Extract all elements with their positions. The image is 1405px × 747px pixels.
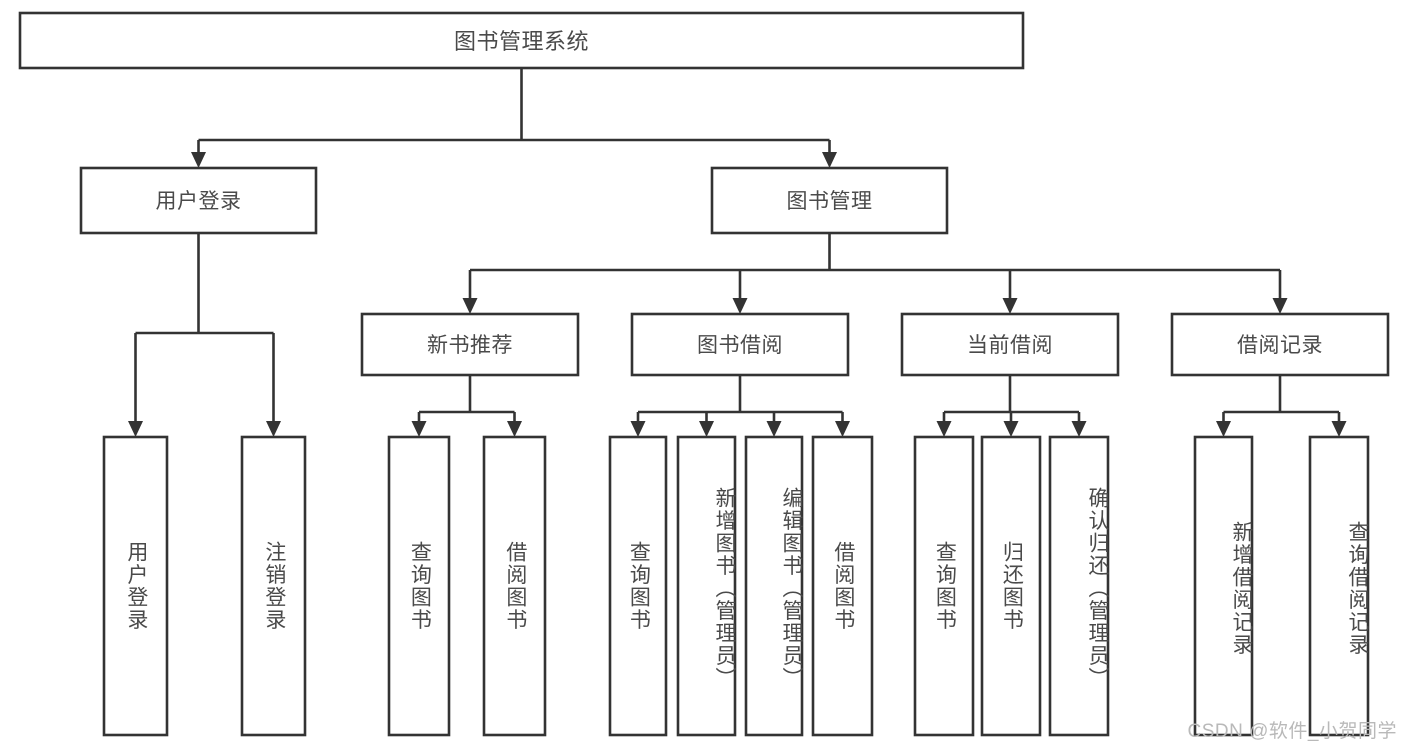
arrow-bookmanage-to-book-borrow	[732, 270, 748, 314]
node-box-leaf-query-book-c[interactable]	[913, 435, 975, 737]
node-leaf-query-book-c[interactable]	[913, 435, 975, 737]
node-leaf-borrow-book-b[interactable]	[811, 435, 874, 737]
arrow-current-borrow-to-leaf-query-book-c	[936, 412, 952, 437]
node-leaf-add-record[interactable]	[1193, 435, 1254, 737]
arrow-bookmanage-to-current-borrow	[1002, 270, 1018, 314]
node-label-book-manage: 图书管理	[787, 190, 873, 213]
node-label-user-login: 用户登录	[156, 190, 242, 213]
arrow-user-login-to-leaf-user-login	[128, 333, 143, 437]
arrow-book-borrow-to-leaf-edit-book	[766, 412, 782, 437]
node-leaf-user-login[interactable]	[102, 435, 169, 737]
arrow-new-book-recommend-to-leaf-query-book-a	[411, 412, 427, 437]
node-borrow-record[interactable]: 借阅记录	[1170, 312, 1390, 377]
arrow-new-book-recommend-to-leaf-borrow-book-a	[507, 412, 522, 437]
node-box-leaf-logout[interactable]	[240, 435, 307, 737]
node-box-leaf-query-book-b[interactable]	[608, 435, 668, 737]
node-box-leaf-confirm-return[interactable]	[1048, 435, 1110, 737]
node-box-leaf-query-record[interactable]	[1308, 435, 1370, 737]
node-book-borrow[interactable]: 图书借阅	[630, 312, 850, 377]
node-leaf-add-book[interactable]	[676, 435, 737, 737]
arrow-current-borrow-to-leaf-confirm-return	[1071, 412, 1087, 437]
node-box-book-borrow[interactable]	[630, 312, 850, 377]
node-box-borrow-record[interactable]	[1170, 312, 1390, 377]
arrow-book-borrow-to-leaf-query-book-b	[630, 412, 646, 437]
arrow-current-borrow-to-leaf-return-book	[1003, 412, 1019, 437]
arrow-bookmanage-to-borrow-record	[1272, 270, 1288, 314]
node-label-current-borrow: 当前借阅	[967, 334, 1053, 357]
node-box-current-borrow[interactable]	[900, 312, 1120, 377]
node-label-root: 图书管理系统	[454, 29, 589, 54]
arrow-book-borrow-to-leaf-add-book	[699, 412, 714, 437]
arrow-root-to-user-login	[191, 140, 206, 168]
arrow-user-login-to-leaf-logout	[266, 333, 281, 437]
node-box-root[interactable]	[18, 11, 1025, 70]
node-leaf-confirm-return[interactable]	[1048, 435, 1110, 737]
node-leaf-borrow-book-a[interactable]	[482, 435, 547, 737]
node-box-leaf-edit-book[interactable]	[744, 435, 804, 737]
watermark-text: CSDN @软件_小贺同学	[1187, 721, 1397, 742]
node-leaf-return-book[interactable]	[980, 435, 1042, 737]
node-user-login[interactable]: 用户登录	[79, 166, 318, 235]
node-root[interactable]: 图书管理系统	[18, 11, 1025, 70]
node-leaf-query-record[interactable]	[1308, 435, 1370, 737]
node-box-new-book-recommend[interactable]	[360, 312, 580, 377]
node-box-leaf-query-book-a[interactable]	[387, 435, 451, 737]
connectors-layer	[128, 68, 1347, 437]
node-book-manage[interactable]: 图书管理	[710, 166, 949, 235]
node-leaf-query-book-b[interactable]	[608, 435, 668, 737]
node-box-leaf-add-record[interactable]	[1193, 435, 1254, 737]
node-label-new-book-recommend: 新书推荐	[427, 334, 513, 357]
node-leaf-edit-book[interactable]	[744, 435, 804, 737]
arrow-book-borrow-to-leaf-borrow-book-b	[835, 412, 850, 437]
node-box-leaf-borrow-book-a[interactable]	[482, 435, 547, 737]
node-box-leaf-user-login[interactable]	[102, 435, 169, 737]
node-leaf-logout[interactable]	[240, 435, 307, 737]
node-box-book-manage[interactable]	[710, 166, 949, 235]
node-box-leaf-return-book[interactable]	[980, 435, 1042, 737]
node-new-book-recommend[interactable]: 新书推荐	[360, 312, 580, 377]
arrow-root-to-book-manage	[822, 140, 837, 168]
node-box-leaf-borrow-book-b[interactable]	[811, 435, 874, 737]
node-box-user-login[interactable]	[79, 166, 318, 235]
node-label-borrow-record: 借阅记录	[1237, 334, 1323, 357]
arrow-borrow-record-to-leaf-query-record	[1331, 412, 1347, 437]
node-box-leaf-add-book[interactable]	[676, 435, 737, 737]
node-current-borrow[interactable]: 当前借阅	[900, 312, 1120, 377]
node-leaf-query-book-a[interactable]	[387, 435, 451, 737]
arrow-borrow-record-to-leaf-add-record	[1216, 412, 1231, 437]
arrow-bookmanage-to-new-book-recommend	[462, 270, 478, 314]
node-label-book-borrow: 图书借阅	[697, 334, 783, 357]
